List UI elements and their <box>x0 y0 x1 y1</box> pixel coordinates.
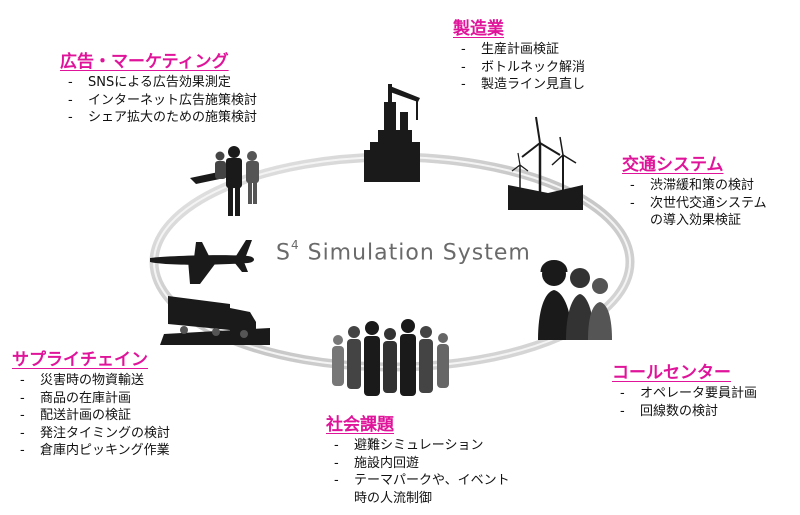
business-people-icon <box>190 146 259 216</box>
list-supply: -災害時の物資輸送 -商品の在庫計画 -配送計画の検証 -発注タイミングの検討 … <box>12 372 170 460</box>
block-callcenter: コールセンター -オペレータ要員計画 -回線数の検討 <box>612 358 757 420</box>
airplane-icon <box>150 240 254 284</box>
list-item: -渋滞緩和策の検討 <box>630 178 755 193</box>
heading-supply: サプライチェイン <box>12 350 148 370</box>
list-item: -発注タイミングの検討 <box>20 425 171 441</box>
list-item: -災害時の物資輸送 <box>20 373 145 388</box>
list-item: -テーマパークや、イベント <box>334 473 510 488</box>
list-item: -次世代交通システム <box>630 195 767 211</box>
block-marketing: 広告・マーケティング -SNSによる広告効果測定 -インターネット広告施策検討 … <box>60 47 257 127</box>
wind-turbine-icon <box>508 116 583 210</box>
block-traffic: 交通システム -渋滞緩和策の検討 -次世代交通システム の導入効果検証 <box>622 150 767 230</box>
list-item: -配送計画の検証 <box>20 408 132 423</box>
list-item: -ボトルネック解消 <box>461 59 586 75</box>
list-item: -製造ライン見直し <box>461 77 586 92</box>
list-social: -避難シミュレーション -施設内回遊 -テーマパークや、イベント 時の人流制御 <box>326 437 510 507</box>
list-item: -施設内回遊 <box>334 455 420 471</box>
list-item: -インターネット広告施策検討 <box>68 92 258 108</box>
truck-icon <box>160 296 270 345</box>
list-item: の導入効果検証 <box>650 213 742 228</box>
list-callcenter: -オペレータ要員計画 -回線数の検討 <box>612 385 757 420</box>
list-item: -生産計画検証 <box>461 42 560 57</box>
list-item: 時の人流制御 <box>354 490 433 506</box>
list-item: -オペレータ要員計画 <box>620 386 758 401</box>
heading-marketing: 広告・マーケティング <box>60 52 229 72</box>
center-title: S4 Simulation System <box>276 238 531 266</box>
block-social: 社会課題 -避難シミュレーション -施設内回遊 -テーマパークや、イベント 時の… <box>326 410 510 507</box>
list-item: -避難シミュレーション <box>334 438 484 453</box>
list-manufacturing: -生産計画検証 -ボトルネック解消 -製造ライン見直し <box>453 41 585 94</box>
list-traffic: -渋滞緩和策の検討 -次世代交通システム の導入効果検証 <box>622 177 767 230</box>
factory-crane-icon <box>364 84 420 182</box>
heading-manufacturing: 製造業 <box>453 19 504 39</box>
heading-traffic: 交通システム <box>622 155 724 175</box>
list-item: -回線数の検討 <box>620 403 719 419</box>
list-item: -SNSによる広告効果測定 <box>68 75 231 90</box>
list-item: -倉庫内ピッキング作業 <box>20 443 170 458</box>
list-marketing: -SNSによる広告効果測定 -インターネット広告施策検討 -シェア拡大のための施… <box>60 74 257 127</box>
heading-callcenter: コールセンター <box>612 363 731 383</box>
crowd-icon <box>332 319 449 396</box>
block-supply: サプライチェイン -災害時の物資輸送 -商品の在庫計画 -配送計画の検証 -発注… <box>12 345 170 460</box>
block-manufacturing: 製造業 -生産計画検証 -ボトルネック解消 -製造ライン見直し <box>453 14 585 94</box>
list-item: -シェア拡大のための施策検討 <box>68 110 258 125</box>
list-item: -商品の在庫計画 <box>20 390 132 406</box>
heading-social: 社会課題 <box>326 415 394 435</box>
call-center-operators-icon <box>538 260 612 340</box>
